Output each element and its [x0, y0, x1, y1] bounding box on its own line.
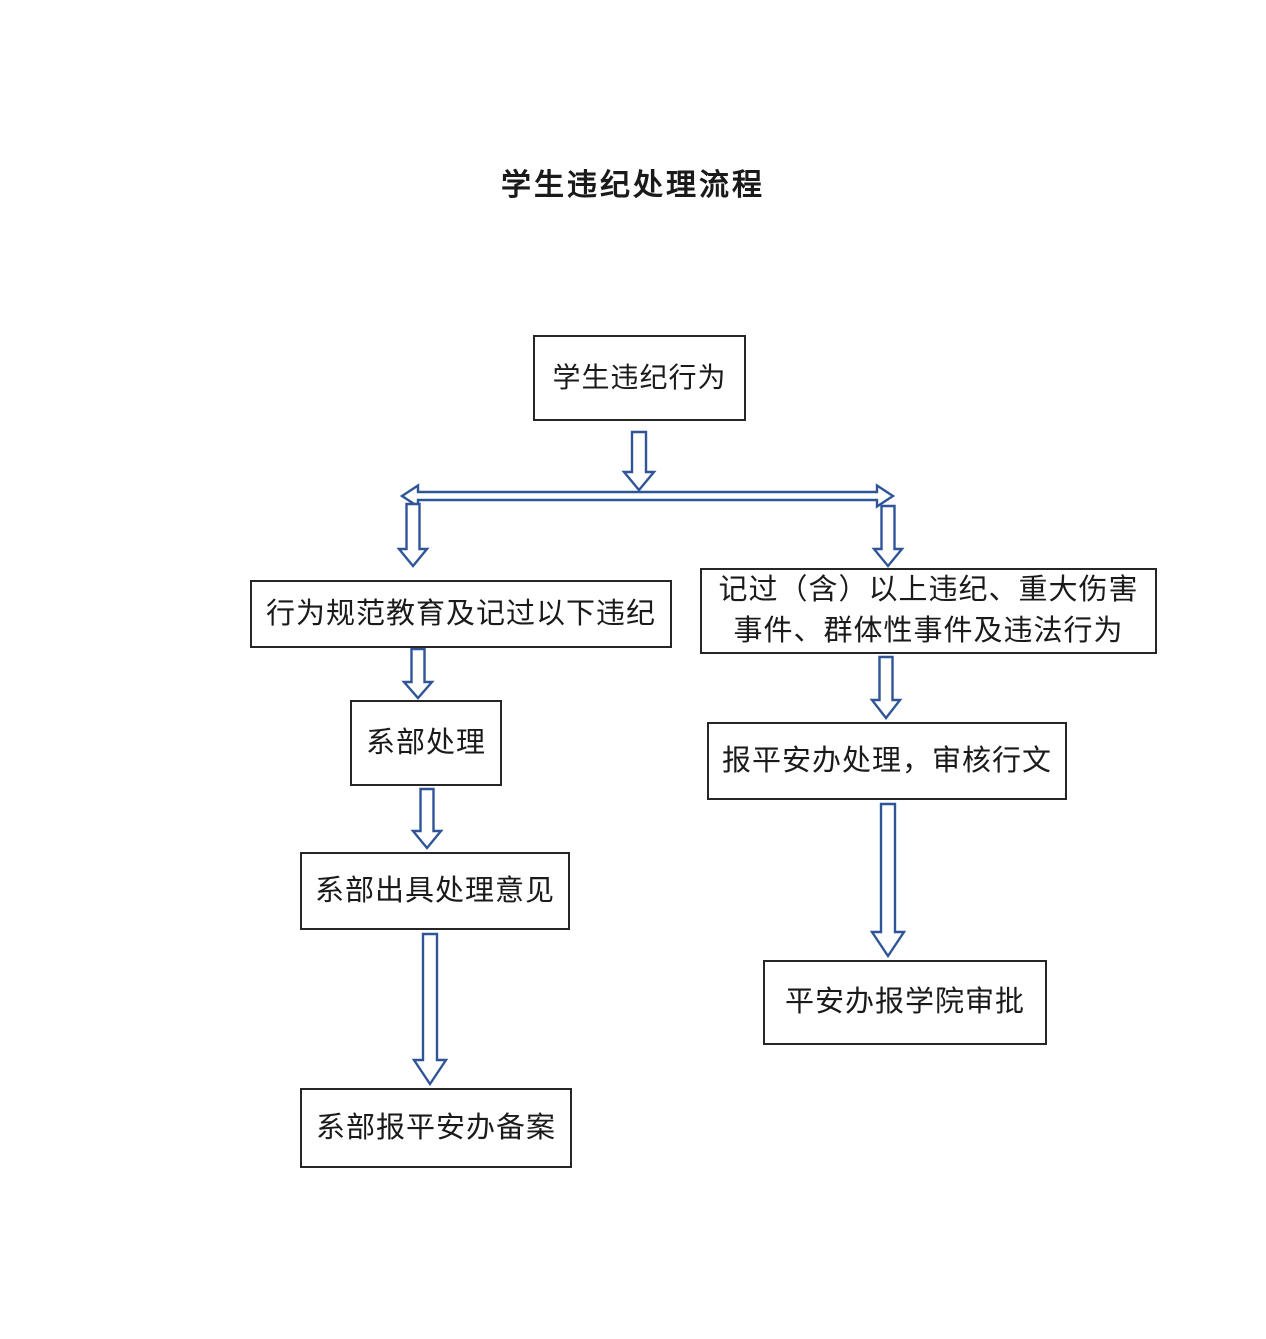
page-title: 学生违纪处理流程	[501, 168, 765, 203]
branch-double-arrow	[399, 483, 896, 509]
node-major-violation: 记过（含）以上违纪、重大伤害 事件、群体性事件及违法行为	[700, 568, 1157, 654]
node-safety-office-handling: 报平安办处理，审核行文	[707, 722, 1067, 800]
arrow-opinion-to-record	[411, 932, 449, 1087]
arrow-dept-handle-to-opinion	[410, 787, 444, 850]
arrow-major-to-safety-handle	[869, 655, 903, 720]
node-department-opinion: 系部出具处理意见	[300, 852, 570, 930]
node-minor-violation: 行为规范教育及记过以下违纪	[250, 580, 672, 648]
node-department-handling: 系部处理	[350, 700, 502, 786]
arrow-branch-to-major	[871, 504, 905, 568]
node-student-violation: 学生违纪行为	[533, 335, 746, 421]
arrow-branch-to-minor	[396, 502, 430, 568]
node-department-filing: 系部报平安办备案	[300, 1088, 572, 1168]
arrow-safety-to-college	[869, 802, 907, 959]
node-college-approval: 平安办报学院审批	[763, 960, 1047, 1045]
arrow-minor-to-dept-handle	[401, 647, 435, 700]
arrow-start-to-branch	[621, 430, 657, 492]
